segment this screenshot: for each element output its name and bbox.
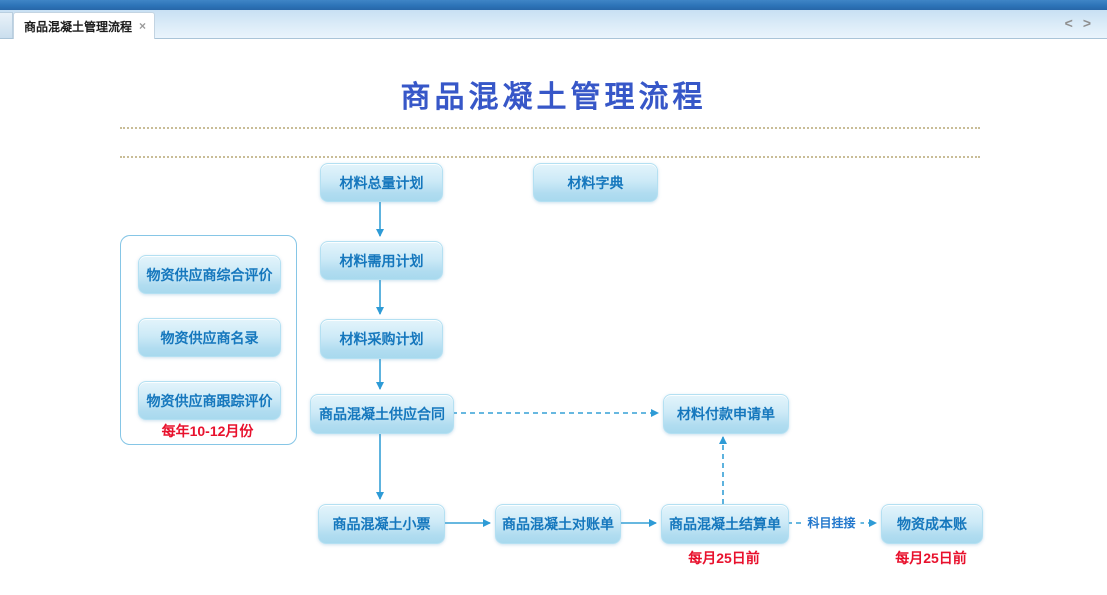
close-icon[interactable]: × <box>139 19 147 33</box>
dotted-separator-bottom <box>120 156 980 158</box>
node-concrete-supply-contract[interactable]: 商品混凝土供应合同 <box>310 394 454 434</box>
node-concrete-settlement[interactable]: 商品混凝土结算单 <box>661 504 789 544</box>
scroll-left-icon[interactable]: < <box>1064 15 1073 31</box>
node-supplier-directory[interactable]: 物资供应商名录 <box>138 318 281 357</box>
tab-title: 商品混凝土管理流程 <box>24 19 133 34</box>
node-material-payment-request[interactable]: 材料付款申请单 <box>663 394 789 434</box>
node-material-purchase-plan[interactable]: 材料采购计划 <box>320 319 443 359</box>
node-material-dictionary[interactable]: 材料字典 <box>533 163 658 202</box>
tab-strip: 商品混凝土管理流程 × < > <box>0 10 1107 39</box>
node-material-demand-plan[interactable]: 材料需用计划 <box>320 241 443 280</box>
edge-label: 科目挂接 <box>807 515 855 530</box>
node-material-total-plan[interactable]: 材料总量计划 <box>320 163 443 202</box>
note-cost-account-deadline: 每月25日前 <box>895 550 967 566</box>
edge-label-bg <box>802 515 861 531</box>
note-supplier-eval-schedule: 每年10-12月份 <box>161 423 254 439</box>
window-top-bar <box>0 0 1107 10</box>
node-supplier-comprehensive-eval[interactable]: 物资供应商综合评价 <box>138 255 281 294</box>
node-material-cost-account[interactable]: 物资成本账 <box>881 504 983 544</box>
partial-tab[interactable] <box>0 12 13 38</box>
tab-scroll-arrows: < > <box>1065 14 1091 32</box>
dotted-separator-top <box>120 127 980 129</box>
scroll-right-icon[interactable]: > <box>1082 15 1091 31</box>
tab-concrete-process[interactable]: 商品混凝土管理流程 × <box>13 12 156 39</box>
page-title: 商品混凝土管理流程 <box>400 80 707 115</box>
note-settlement-deadline: 每月25日前 <box>688 550 760 566</box>
node-concrete-statement[interactable]: 商品混凝土对账单 <box>495 504 621 544</box>
node-supplier-tracking-eval[interactable]: 物资供应商跟踪评价 <box>138 381 281 420</box>
node-concrete-ticket[interactable]: 商品混凝土小票 <box>318 504 445 544</box>
